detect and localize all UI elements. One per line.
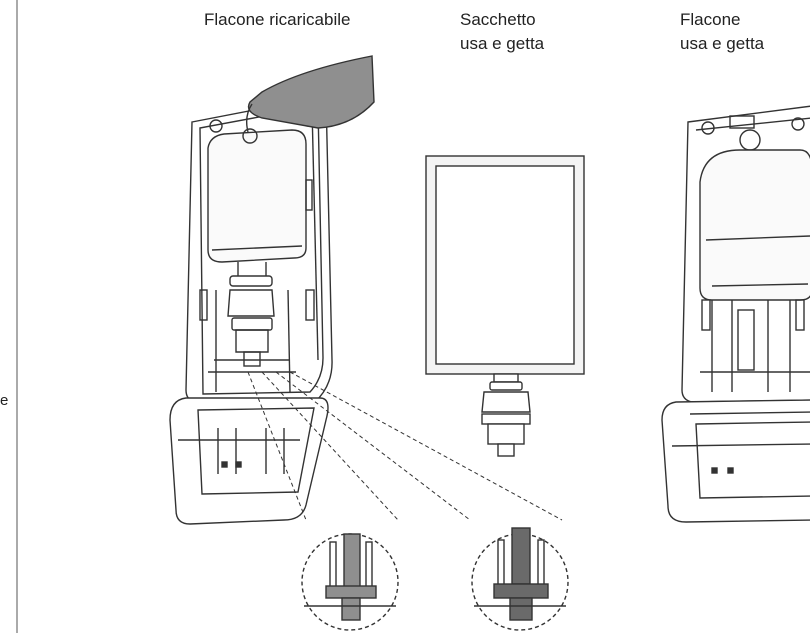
label-disposable-bag: Sacchetto usa e getta bbox=[460, 8, 544, 56]
label-disposable-bottle: Flacone usa e getta bbox=[680, 8, 764, 56]
left-edge-fragment-text: e bbox=[0, 392, 9, 409]
refill-pouch bbox=[245, 55, 375, 133]
label-disposable-bottle-line1: Flacone bbox=[680, 10, 741, 29]
disposable-bottle-dispenser bbox=[661, 105, 810, 523]
label-disposable-bag-line2: usa e getta bbox=[460, 34, 545, 53]
detail-view-refillable-pump bbox=[301, 533, 399, 631]
label-refillable-bottle: Flacone ricaricabile bbox=[204, 10, 351, 29]
detail-view-disposable-pump bbox=[471, 527, 569, 631]
label-disposable-bottle-line2: usa e getta bbox=[680, 34, 765, 53]
disposable-bag bbox=[425, 155, 585, 457]
refillable-dispenser bbox=[169, 95, 333, 525]
detail-projection-lines bbox=[247, 371, 563, 521]
label-disposable-bag-line1: Sacchetto bbox=[460, 10, 536, 29]
